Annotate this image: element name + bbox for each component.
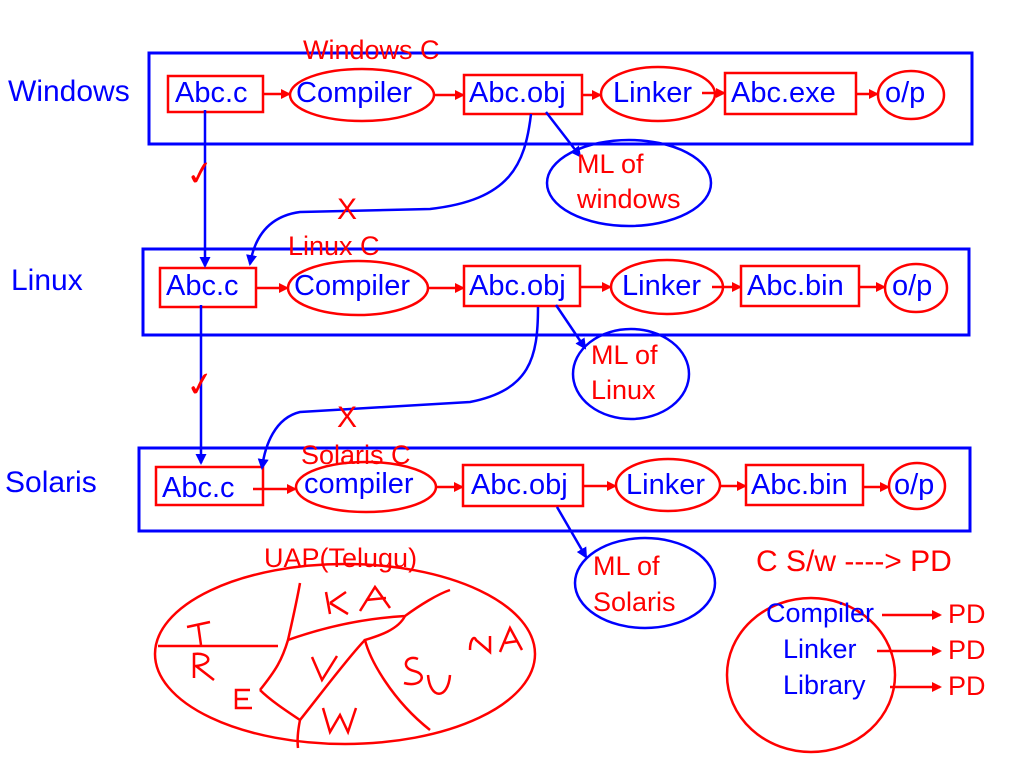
cross-mark-windows-linux: X — [337, 193, 358, 226]
pd-title: C S/w ----> PD — [756, 545, 952, 578]
pd-value-compiler: PD — [948, 599, 986, 629]
uap-divisions — [158, 582, 451, 749]
solaris-ml-line1: ML of — [593, 551, 660, 581]
pd-circle — [725, 596, 897, 754]
windows-ml-ellipse — [545, 138, 713, 228]
windows-obj-file: Abc.obj — [469, 77, 566, 109]
linux-source-file: Abc.c — [166, 270, 239, 302]
check-mark-linux-solaris: ✓ — [183, 364, 218, 406]
linux-ml-line2: Linux — [591, 375, 656, 405]
linux-obj-file: Abc.obj — [469, 270, 566, 302]
linux-obj-to-ml-arrow — [554, 304, 587, 350]
windows-linker: Linker — [613, 77, 692, 109]
solaris-obj-file: Abc.obj — [471, 469, 568, 501]
windows-obj-to-ml-arrow — [545, 111, 582, 158]
solaris-output: o/p — [894, 469, 935, 501]
cross-mark-linux-solaris: X — [337, 401, 358, 434]
windows-compiler: Compiler — [296, 77, 413, 109]
solaris-source-file: Abc.c — [162, 472, 235, 504]
linux-frame — [141, 247, 971, 337]
solaris-label: Solaris — [5, 466, 97, 499]
windows-compiler-title: Windows C — [303, 35, 440, 65]
pd-value-library: PD — [948, 671, 986, 701]
solaris-obj-to-ml-arrow — [555, 506, 588, 559]
windows-label: Windows — [8, 75, 130, 108]
linux-bin-file: Abc.bin — [747, 270, 844, 302]
linux-label: Linux — [11, 264, 83, 297]
linux-obj-to-solaris-curve — [257, 306, 540, 470]
solaris-bin-file: Abc.bin — [751, 469, 848, 501]
linux-ml-ellipse — [571, 327, 691, 421]
uap-letter-strokes — [186, 584, 524, 736]
linux-ml-line1: ML of — [591, 340, 658, 370]
solaris-ml-line2: Solaris — [593, 587, 676, 617]
solaris-compiler-title: Solaris C — [301, 440, 411, 470]
linux-compiler-title: Linux C — [288, 231, 380, 261]
check-mark-windows-linux: ✓ — [183, 153, 218, 195]
solaris-frame — [137, 446, 972, 533]
windows-frame — [147, 51, 974, 146]
windows-ml-line1: ML of — [577, 149, 644, 179]
linux-compiler: Compiler — [294, 270, 411, 302]
linux-linker: Linker — [622, 270, 701, 302]
solaris-ml-ellipse — [573, 536, 717, 630]
pd-value-linker: PD — [948, 635, 986, 665]
windows-ml-line2: windows — [577, 184, 681, 214]
windows-output: o/p — [885, 77, 926, 109]
pd-item-library: Library — [783, 670, 866, 700]
uap-ellipse — [153, 562, 537, 746]
solaris-compiler: compiler — [304, 468, 414, 500]
linux-output: o/p — [892, 270, 933, 302]
pd-item-compiler: Compiler — [766, 598, 875, 628]
windows-obj-to-linux-curve — [246, 113, 533, 266]
pd-item-linker: Linker — [783, 634, 857, 664]
windows-exe-file: Abc.exe — [731, 77, 836, 109]
solaris-source-box — [154, 465, 265, 507]
windows-source-file: Abc.c — [175, 77, 248, 109]
uap-title: UAP(Telugu) — [264, 543, 418, 573]
solaris-linker: Linker — [626, 469, 705, 501]
